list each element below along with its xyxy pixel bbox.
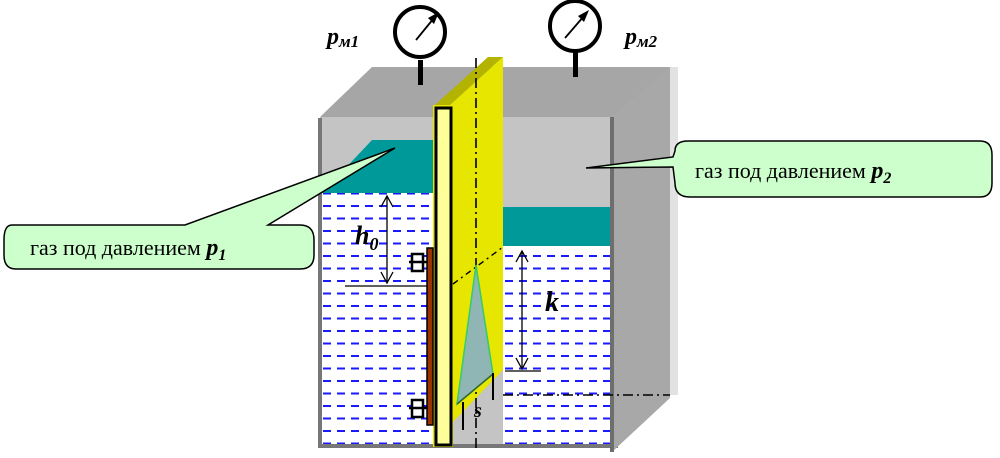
gauge-2-label: pм2 xyxy=(623,24,658,51)
centerline-diagonal xyxy=(452,246,504,285)
callout-left-text: газ под давлением p1 xyxy=(30,235,226,264)
tank-side-panel-edge xyxy=(610,117,614,452)
gauge-needle-arrow-icon xyxy=(428,12,439,24)
callout-right-text: газ под давлением p2 xyxy=(695,158,891,187)
gauge-1-label: pм1 xyxy=(325,24,359,51)
hinge-top xyxy=(409,252,427,273)
h0-label: h0 xyxy=(355,221,378,254)
plate-front-face xyxy=(434,106,453,447)
pressure-gauge-1 xyxy=(393,5,447,85)
hinge-bar xyxy=(426,247,434,426)
liquid-right xyxy=(503,246,618,445)
plate-top-bevel xyxy=(435,57,503,105)
gas-surface-right xyxy=(503,207,618,246)
callout-right xyxy=(585,140,993,198)
callout-left xyxy=(3,147,396,270)
s-label: s xyxy=(473,400,482,422)
tank-side-panel xyxy=(612,67,670,452)
k-dimension xyxy=(505,249,541,372)
gas-surface-left xyxy=(322,140,435,193)
tank-right-edge xyxy=(670,67,678,395)
k-label: k xyxy=(545,287,559,318)
tank-left-wall xyxy=(318,118,322,448)
gauge-needle-arrow-icon xyxy=(578,10,589,22)
tank-bottom xyxy=(318,444,618,448)
pressure-gauge-2 xyxy=(548,0,602,77)
triangle-base xyxy=(456,373,494,405)
h0-dimension xyxy=(345,194,427,287)
hinge-bottom xyxy=(409,398,427,419)
